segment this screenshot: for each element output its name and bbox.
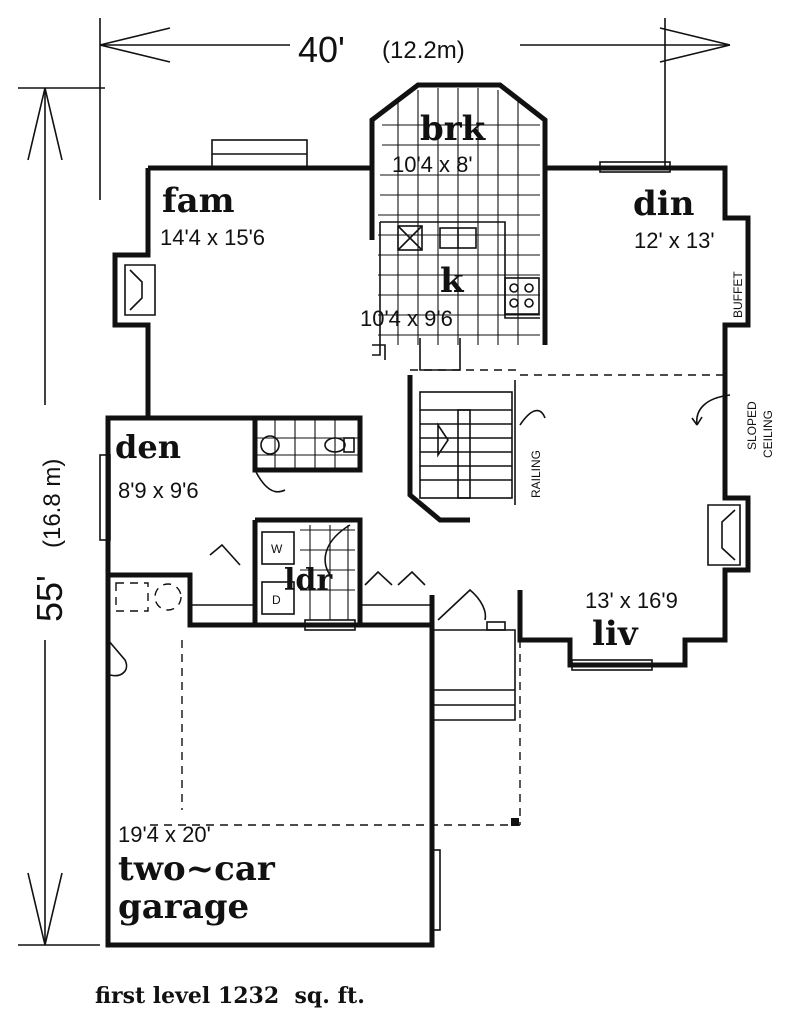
- entry-door-swing-icon: [437, 588, 487, 621]
- stair-direction-arrow-icon: [437, 422, 449, 458]
- dashed-lines: [150, 369, 725, 826]
- room-k-size: 10'4 x 9'6: [360, 306, 453, 331]
- windows: [99, 139, 671, 931]
- sink-icon: [260, 435, 280, 455]
- room-den-size: 8'9 x 9'6: [118, 478, 199, 503]
- pantry-door-icon: [372, 344, 386, 360]
- entry: [432, 588, 519, 826]
- garage-name-line2: garage: [118, 887, 249, 927]
- room-liv-name: liv: [592, 614, 639, 654]
- room-fam-size: 14'4 x 15'6: [160, 225, 265, 250]
- garage-door-swing-icon: [107, 639, 128, 677]
- utility-closet: [107, 582, 182, 677]
- room-k-name: k: [440, 261, 465, 301]
- garage-size: 19'4 x 20': [118, 822, 211, 847]
- dryer-icon: [261, 581, 295, 615]
- railing-pointer-icon: [519, 409, 546, 426]
- sloped-ceiling-arrow-icon: [691, 394, 731, 426]
- buffet-label: BUFFET: [731, 271, 745, 318]
- depth-metric-label: (16.8 m): [39, 459, 66, 548]
- hall-doors: [190, 543, 432, 631]
- fireplace-liv: [707, 504, 741, 566]
- railing-label: RAILING: [529, 450, 543, 498]
- width-dimension: 40' (12.2m): [99, 18, 731, 200]
- washer-icon: [261, 531, 295, 565]
- kitchen-counters: [372, 221, 540, 371]
- room-fam-name: fam: [162, 181, 235, 221]
- dishwasher-icon: [397, 225, 423, 251]
- post-icon: [511, 818, 519, 826]
- room-brk-name: brk: [420, 109, 487, 149]
- toilet-icon: [324, 437, 346, 453]
- room-ldr-name: ldr: [284, 563, 333, 598]
- ceiling-label: CEILING: [761, 410, 775, 458]
- bathroom: [254, 420, 360, 493]
- arrow-right-icon: [659, 27, 731, 63]
- width-metric-label: (12.2m): [382, 37, 465, 64]
- dryer-label: D: [272, 593, 281, 607]
- room-din-size: 12' x 13': [634, 228, 715, 253]
- cooktop-icon: [504, 277, 540, 315]
- room-din-name: din: [633, 184, 694, 224]
- room-den-name: den: [115, 428, 181, 466]
- room-liv-size: 13' x 16'9: [585, 588, 678, 613]
- width-label: 40': [298, 29, 345, 70]
- exterior-walls: [105, 82, 751, 948]
- fireplace-fam: [124, 264, 156, 316]
- plan-caption: first level 1232 sq. ft.: [95, 983, 365, 1009]
- laundry: [261, 524, 355, 620]
- arrow-down-icon: [27, 872, 63, 946]
- depth-label: 55': [29, 575, 70, 622]
- laundry-door-swing-icon: [324, 524, 351, 576]
- sloped-label: SLOPED: [745, 401, 759, 450]
- depth-dimension: 55' (16.8 m): [18, 87, 105, 946]
- staircase: [419, 380, 546, 505]
- garage-name-line1: two~car: [118, 849, 276, 889]
- arrow-up-icon: [27, 87, 63, 161]
- bath-door-swing-icon: [254, 469, 286, 493]
- room-brk-size: 10'4 x 8': [392, 152, 473, 177]
- arrow-left-icon: [99, 27, 171, 63]
- washer-label: W: [271, 542, 283, 556]
